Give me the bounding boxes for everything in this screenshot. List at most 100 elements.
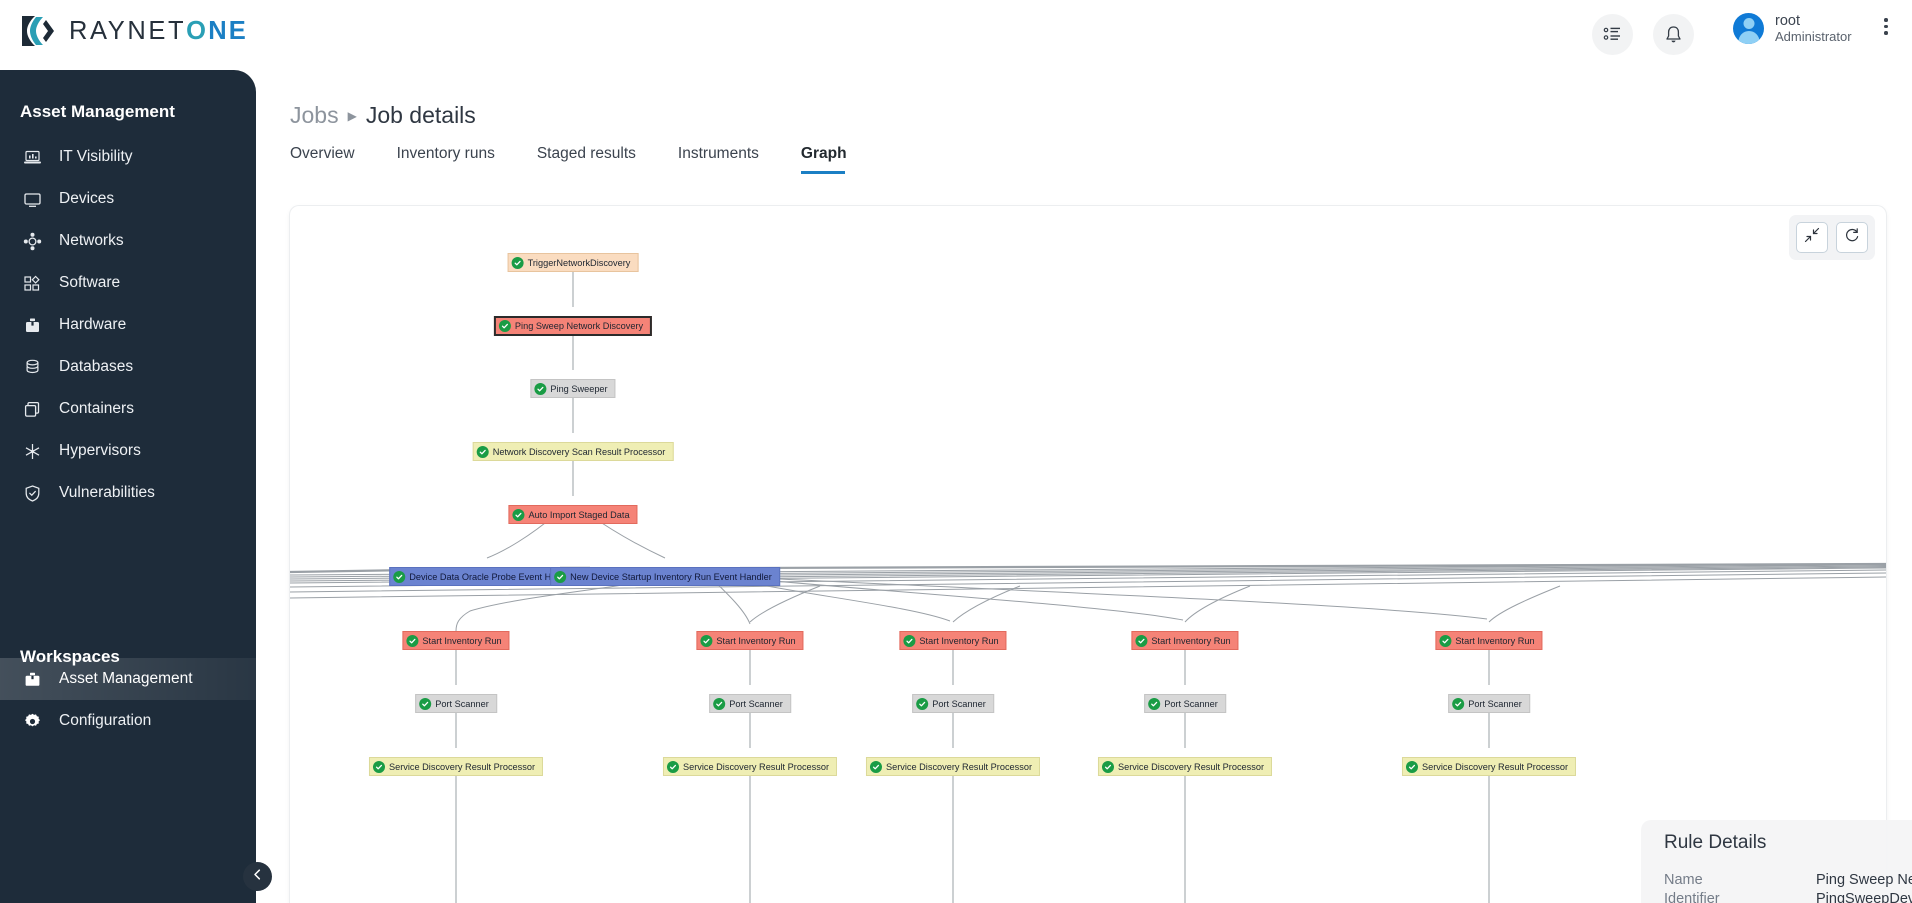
graph-node[interactable]: Auto Import Staged Data [508,505,638,524]
graph-node[interactable]: Start Inventory Run [1435,631,1543,650]
graph-node[interactable]: Start Inventory Run [696,631,804,650]
sidebar-section-title: Asset Management [20,102,175,121]
tab-inventory-runs[interactable]: Inventory runs [396,145,495,162]
sidebar-item-label: Devices [59,190,115,207]
page-title: Job details [365,102,476,128]
briefcase-icon [22,669,42,689]
sidebar-item-asset-management[interactable]: Asset Management [0,658,256,700]
check-circle-icon [1452,697,1465,710]
rule-row-key: Name [1664,871,1703,888]
check-circle-icon [534,382,547,395]
graph-node[interactable]: Service Discovery Result Processor [865,757,1041,776]
check-circle-icon [916,697,929,710]
sidebar-collapse-button[interactable] [243,862,272,891]
check-circle-icon [554,570,567,583]
graph-node[interactable]: Ping Sweep Network Discovery [493,316,653,336]
check-circle-icon [393,570,406,583]
graph-node[interactable]: Port Scanner [709,694,791,713]
check-circle-icon [1148,697,1161,710]
sidebar-item-hardware[interactable]: Hardware [0,304,256,346]
fit-to-screen-button[interactable] [1796,222,1828,253]
more-vertical-icon[interactable] [1884,18,1888,35]
check-circle-icon [498,320,511,332]
graph-node[interactable]: Ping Sweeper [530,379,616,398]
check-circle-icon [372,760,385,773]
user-avatar-icon [1733,13,1764,45]
graph-node[interactable]: Network Discovery Scan Result Processor [472,442,674,461]
graph-node-label: Start Inventory Run [1455,635,1535,646]
graph-node[interactable]: Device Data Oracle Probe Event Handler [389,567,585,586]
graph-node[interactable]: Service Discovery Result Processor [1401,757,1577,776]
tab-instruments[interactable]: Instruments [677,145,759,162]
graph-node-label: Auto Import Staged Data [528,509,630,520]
breadcrumb-separator-icon: ▶ [347,108,357,123]
check-circle-icon [1135,634,1148,647]
task-list-icon[interactable] [1592,14,1633,55]
workspaces-list: Asset Management Configuration [0,658,256,742]
graph-node[interactable]: Service Discovery Result Processor [368,757,544,776]
monitor-icon [22,189,42,209]
user-role: Administrator [1775,28,1852,44]
main-content: Jobs ▶ Job details Overview Inventory ru… [256,70,1912,903]
notification-bell-icon[interactable] [1653,14,1694,55]
graph-node-label: Service Discovery Result Processor [388,761,536,772]
rule-row-name: Name Ping Sweep Network Discovery [1664,870,1912,890]
graph-node[interactable]: Port Scanner [912,694,994,713]
sidebar-item-label: Asset Management [59,670,193,687]
graph-node[interactable]: Service Discovery Result Processor [1097,757,1273,776]
graph-node-label: Ping Sweep Network Discovery [514,321,644,331]
graph-node[interactable]: TriggerNetworkDiscovery [507,253,639,272]
check-circle-icon [1439,634,1452,647]
graph-node[interactable]: Port Scanner [1448,694,1530,713]
breadcrumb: Jobs ▶ Job details [290,102,476,129]
sidebar-item-databases[interactable]: Databases [0,346,256,388]
raynet-logo-icon [19,14,59,48]
graph-node[interactable]: Start Inventory Run [402,631,510,650]
graph-node[interactable]: Port Scanner [415,694,497,713]
collapse-arrows-icon [1804,227,1820,248]
graph-node[interactable]: New Device Startup Inventory Run Event H… [550,567,780,586]
sidebar-item-vulnerabilities[interactable]: Vulnerabilities [0,472,256,514]
tab-graph[interactable]: Graph [800,145,867,174]
refresh-button[interactable] [1836,222,1868,253]
graph-node-label: TriggerNetworkDiscovery [527,257,631,268]
toolbox-icon [22,315,42,335]
check-circle-icon [476,445,489,458]
breadcrumb-parent[interactable]: Jobs [290,102,339,128]
brand-logo[interactable]: RAYNETONE [19,14,248,48]
graph-node[interactable]: Start Inventory Run [899,631,1007,650]
user-menu[interactable]: root Administrator [1733,13,1852,45]
sidebar-item-networks[interactable]: Networks [0,220,256,262]
sidebar-item-hypervisors[interactable]: Hypervisors [0,430,256,472]
graph-node-label: Port Scanner [1468,698,1522,709]
containers-icon [22,399,42,419]
hypervisor-snowflake-icon [22,441,42,461]
tab-staged-results[interactable]: Staged results [536,145,636,162]
rule-details-rows: Name Ping Sweep Network Discovery Identi… [1664,870,1912,903]
check-circle-icon [406,634,419,647]
graph-node-label: Start Inventory Run [716,635,796,646]
check-circle-icon [1101,760,1114,773]
sidebar-item-software[interactable]: Software [0,262,256,304]
graph-node-label: Port Scanner [932,698,986,709]
check-circle-icon [512,508,525,521]
check-circle-icon [903,634,916,647]
check-circle-icon [511,256,524,269]
graph-node-label: Start Inventory Run [422,635,502,646]
graph-node-label: Service Discovery Result Processor [1421,761,1569,772]
sidebar-item-containers[interactable]: Containers [0,388,256,430]
graph-node-label: Service Discovery Result Processor [682,761,830,772]
graph-node-label: New Device Startup Inventory Run Event H… [570,571,772,582]
tab-overview[interactable]: Overview [290,145,355,162]
shield-check-icon [22,483,42,503]
graph-node[interactable]: Port Scanner [1144,694,1226,713]
chevron-left-icon [251,868,264,886]
sidebar-item-it-visibility[interactable]: IT Visibility [0,136,256,178]
rule-row-identifier: Identifier PingSweepDeviceDiscoveryRule [1664,890,1912,903]
rule-row-key: Identifier [1664,891,1720,903]
graph-node[interactable]: Service Discovery Result Processor [662,757,838,776]
graph-node[interactable]: Start Inventory Run [1131,631,1239,650]
sidebar-item-configuration[interactable]: Configuration [0,700,256,742]
sidebar-item-devices[interactable]: Devices [0,178,256,220]
